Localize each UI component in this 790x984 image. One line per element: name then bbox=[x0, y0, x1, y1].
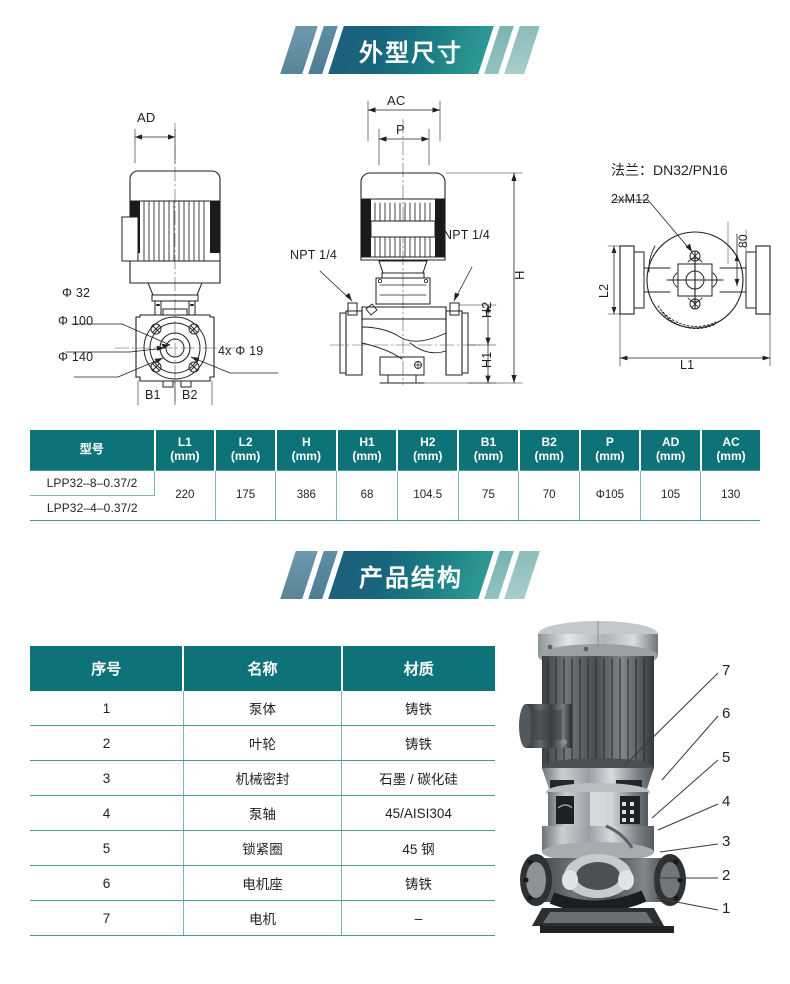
structure-table-header-row: 序号 名称 材质 bbox=[30, 646, 495, 691]
cell-no: 4 bbox=[30, 795, 184, 831]
section-title-structure: 产品结构 bbox=[359, 564, 463, 592]
section-banner-structure: 产品结构 bbox=[280, 551, 540, 599]
label-ad: AD bbox=[137, 110, 156, 125]
cell-name: 电机座 bbox=[183, 865, 343, 901]
label-b1: B1 bbox=[145, 388, 161, 402]
callout-5: 5 bbox=[722, 749, 731, 766]
callout-3: 3 bbox=[722, 833, 731, 850]
label-h2: H2 bbox=[480, 301, 494, 318]
table-row: 7 电机 – bbox=[30, 900, 495, 936]
callout-4: 4 bbox=[722, 793, 731, 810]
product-cutaway-image bbox=[519, 621, 686, 933]
col-header-h: H(mm) bbox=[275, 430, 338, 471]
cell-ac: 130 bbox=[700, 469, 760, 521]
label-ac: AC bbox=[387, 93, 406, 108]
callout-7: 7 bbox=[722, 662, 731, 679]
col-header-ad: AD(mm) bbox=[640, 430, 702, 471]
cell-material: 45/AISI304 bbox=[341, 795, 495, 831]
col-header-b1: B1(mm) bbox=[458, 430, 520, 471]
cell-b2: 70 bbox=[518, 469, 581, 521]
cell-name: 机械密封 bbox=[183, 760, 343, 796]
col-header-b2: B2(mm) bbox=[518, 430, 581, 471]
cell-name: 电机 bbox=[183, 900, 343, 936]
label-phi100: Φ 100 bbox=[58, 314, 94, 328]
col-header-name: 名称 bbox=[183, 646, 343, 691]
col-header-no: 序号 bbox=[30, 646, 185, 691]
label-flange-spec: 法兰：DN32/PN16 bbox=[611, 162, 728, 178]
drawing-front-view bbox=[65, 122, 279, 405]
label-l1: L1 bbox=[680, 358, 695, 372]
cell-no: 1 bbox=[30, 691, 184, 726]
table-row: 1 泵体 铸铁 bbox=[30, 691, 495, 726]
cell-name: 叶轮 bbox=[183, 725, 343, 761]
col-header-model: 型号 bbox=[30, 430, 156, 471]
cell-no: 7 bbox=[30, 900, 184, 936]
table-row: 5 锁紧圈 45 钢 bbox=[30, 830, 495, 866]
cell-p: Φ105 bbox=[579, 469, 641, 521]
dimension-table-header-row: 型号 L1(mm) L2(mm) H(mm) H1(mm) H2(mm) B1(… bbox=[30, 430, 760, 471]
cell-no: 3 bbox=[30, 760, 184, 796]
structure-table: 序号 名称 材质 1 泵体 铸铁 2 叶轮 铸铁 3 机械密封 石墨 / 碳化硅 bbox=[30, 646, 495, 936]
col-header-l2: L2(mm) bbox=[215, 430, 277, 471]
col-header-h1: H1(mm) bbox=[336, 430, 399, 471]
cell-model-2: LPP32–4–0.37/2 bbox=[30, 495, 155, 521]
cell-no: 6 bbox=[30, 865, 184, 901]
section-banner-dimensions: 外型尺寸 bbox=[280, 26, 540, 74]
section-title-dimensions: 外型尺寸 bbox=[359, 39, 463, 67]
cell-model-1: LPP32–8–0.37/2 bbox=[30, 469, 155, 496]
table-row: LPP32–4–0.37/2 bbox=[30, 495, 760, 521]
label-phi140: Φ 140 bbox=[58, 350, 94, 364]
col-header-ac: AC(mm) bbox=[700, 430, 760, 471]
cell-no: 2 bbox=[30, 725, 184, 761]
drawing-top-view bbox=[607, 199, 771, 367]
label-80: 80 bbox=[736, 234, 750, 248]
cell-h2: 104.5 bbox=[397, 469, 459, 521]
drawing-side-view bbox=[319, 100, 523, 386]
cell-material: 石墨 / 碳化硅 bbox=[341, 760, 495, 796]
cell-l1: 220 bbox=[154, 469, 216, 521]
cell-material: 铸铁 bbox=[341, 691, 495, 726]
label-npt-left: NPT 1/4 bbox=[290, 248, 338, 262]
cell-name: 泵轴 bbox=[183, 795, 343, 831]
cell-b1: 75 bbox=[458, 469, 520, 521]
col-header-material: 材质 bbox=[341, 646, 495, 691]
col-header-h2: H2(mm) bbox=[397, 430, 460, 471]
label-h: H bbox=[512, 270, 527, 280]
callout-1: 1 bbox=[722, 900, 731, 917]
label-p: P bbox=[396, 122, 405, 137]
label-l2: L2 bbox=[597, 283, 611, 298]
table-row: 2 叶轮 铸铁 bbox=[30, 725, 495, 761]
col-header-l1: L1(mm) bbox=[154, 430, 217, 471]
label-2xm12: 2xM12 bbox=[611, 192, 650, 206]
label-b2: B2 bbox=[182, 388, 198, 402]
cell-ad: 105 bbox=[640, 469, 702, 521]
callout-2: 2 bbox=[722, 867, 731, 884]
table-row: 6 电机座 铸铁 bbox=[30, 865, 495, 901]
callout-6: 6 bbox=[722, 705, 731, 722]
cell-name: 锁紧圈 bbox=[183, 830, 343, 866]
table-row: 4 泵轴 45/AISI304 bbox=[30, 795, 495, 831]
label-phi32: Φ 32 bbox=[62, 286, 91, 300]
label-h1: H1 bbox=[480, 351, 494, 368]
cell-no: 5 bbox=[30, 830, 184, 866]
table-row: LPP32–8–0.37/2 220 175 386 68 104.5 75 7… bbox=[30, 469, 760, 521]
table-row: 3 机械密封 石墨 / 碳化硅 bbox=[30, 760, 495, 796]
cell-l2: 175 bbox=[215, 469, 277, 521]
cell-h: 386 bbox=[275, 469, 338, 521]
cell-h1: 68 bbox=[336, 469, 398, 521]
cell-material: 45 钢 bbox=[341, 830, 495, 866]
label-npt-right: NPT 1/4 bbox=[443, 228, 491, 242]
cell-material: – bbox=[341, 900, 495, 936]
cell-name: 泵体 bbox=[183, 691, 343, 726]
col-header-p: P(mm) bbox=[579, 430, 642, 471]
dimension-table: 型号 L1(mm) L2(mm) H(mm) H1(mm) H2(mm) B1(… bbox=[30, 430, 760, 521]
label-4x-phi19: 4x Φ 19 bbox=[218, 344, 264, 358]
cell-material: 铸铁 bbox=[341, 865, 495, 901]
cell-material: 铸铁 bbox=[341, 725, 495, 761]
